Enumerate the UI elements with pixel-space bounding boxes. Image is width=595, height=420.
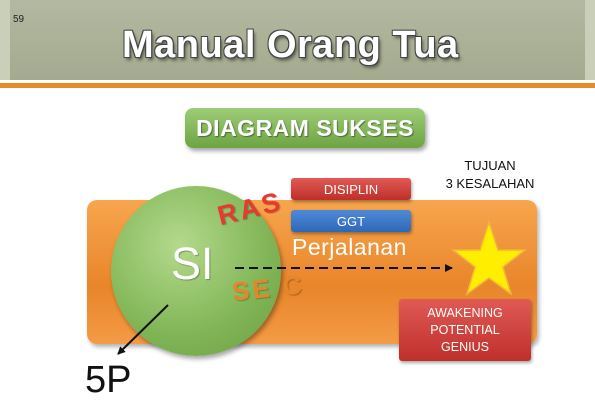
goal-label-line2: 3 KESALAHAN [445, 176, 535, 191]
si-label: SI [171, 238, 214, 289]
star-icon [450, 219, 528, 296]
header-band [0, 0, 595, 80]
header-rule [0, 83, 595, 88]
five-p-arrow [117, 304, 169, 355]
awakening-line2: POTENTIAL [430, 322, 500, 337]
ggt-box: GGT [291, 210, 411, 232]
awakening-line1: AWAKENING [427, 305, 503, 320]
page-title: Manual Orang Tua [122, 24, 459, 66]
bottom-label-5p: 5P [85, 359, 132, 401]
diagram-title: DIAGRAM SUKSES [185, 108, 425, 148]
self-circle [111, 186, 281, 356]
goal-label: TUJUAN 3 KESALAHAN [430, 157, 550, 193]
disiplin-box: DISIPLIN [291, 178, 411, 200]
header-left-bar [0, 0, 10, 80]
awakening-box: AWAKENING POTENTIAL GENIUS [399, 299, 531, 361]
awakening-line3: GENIUS [441, 339, 489, 354]
page-number: 59 [13, 14, 25, 25]
goal-label-line1: TUJUAN [464, 158, 516, 173]
journey-label: Perjalanan [292, 234, 407, 260]
header-right-bar [585, 0, 595, 80]
